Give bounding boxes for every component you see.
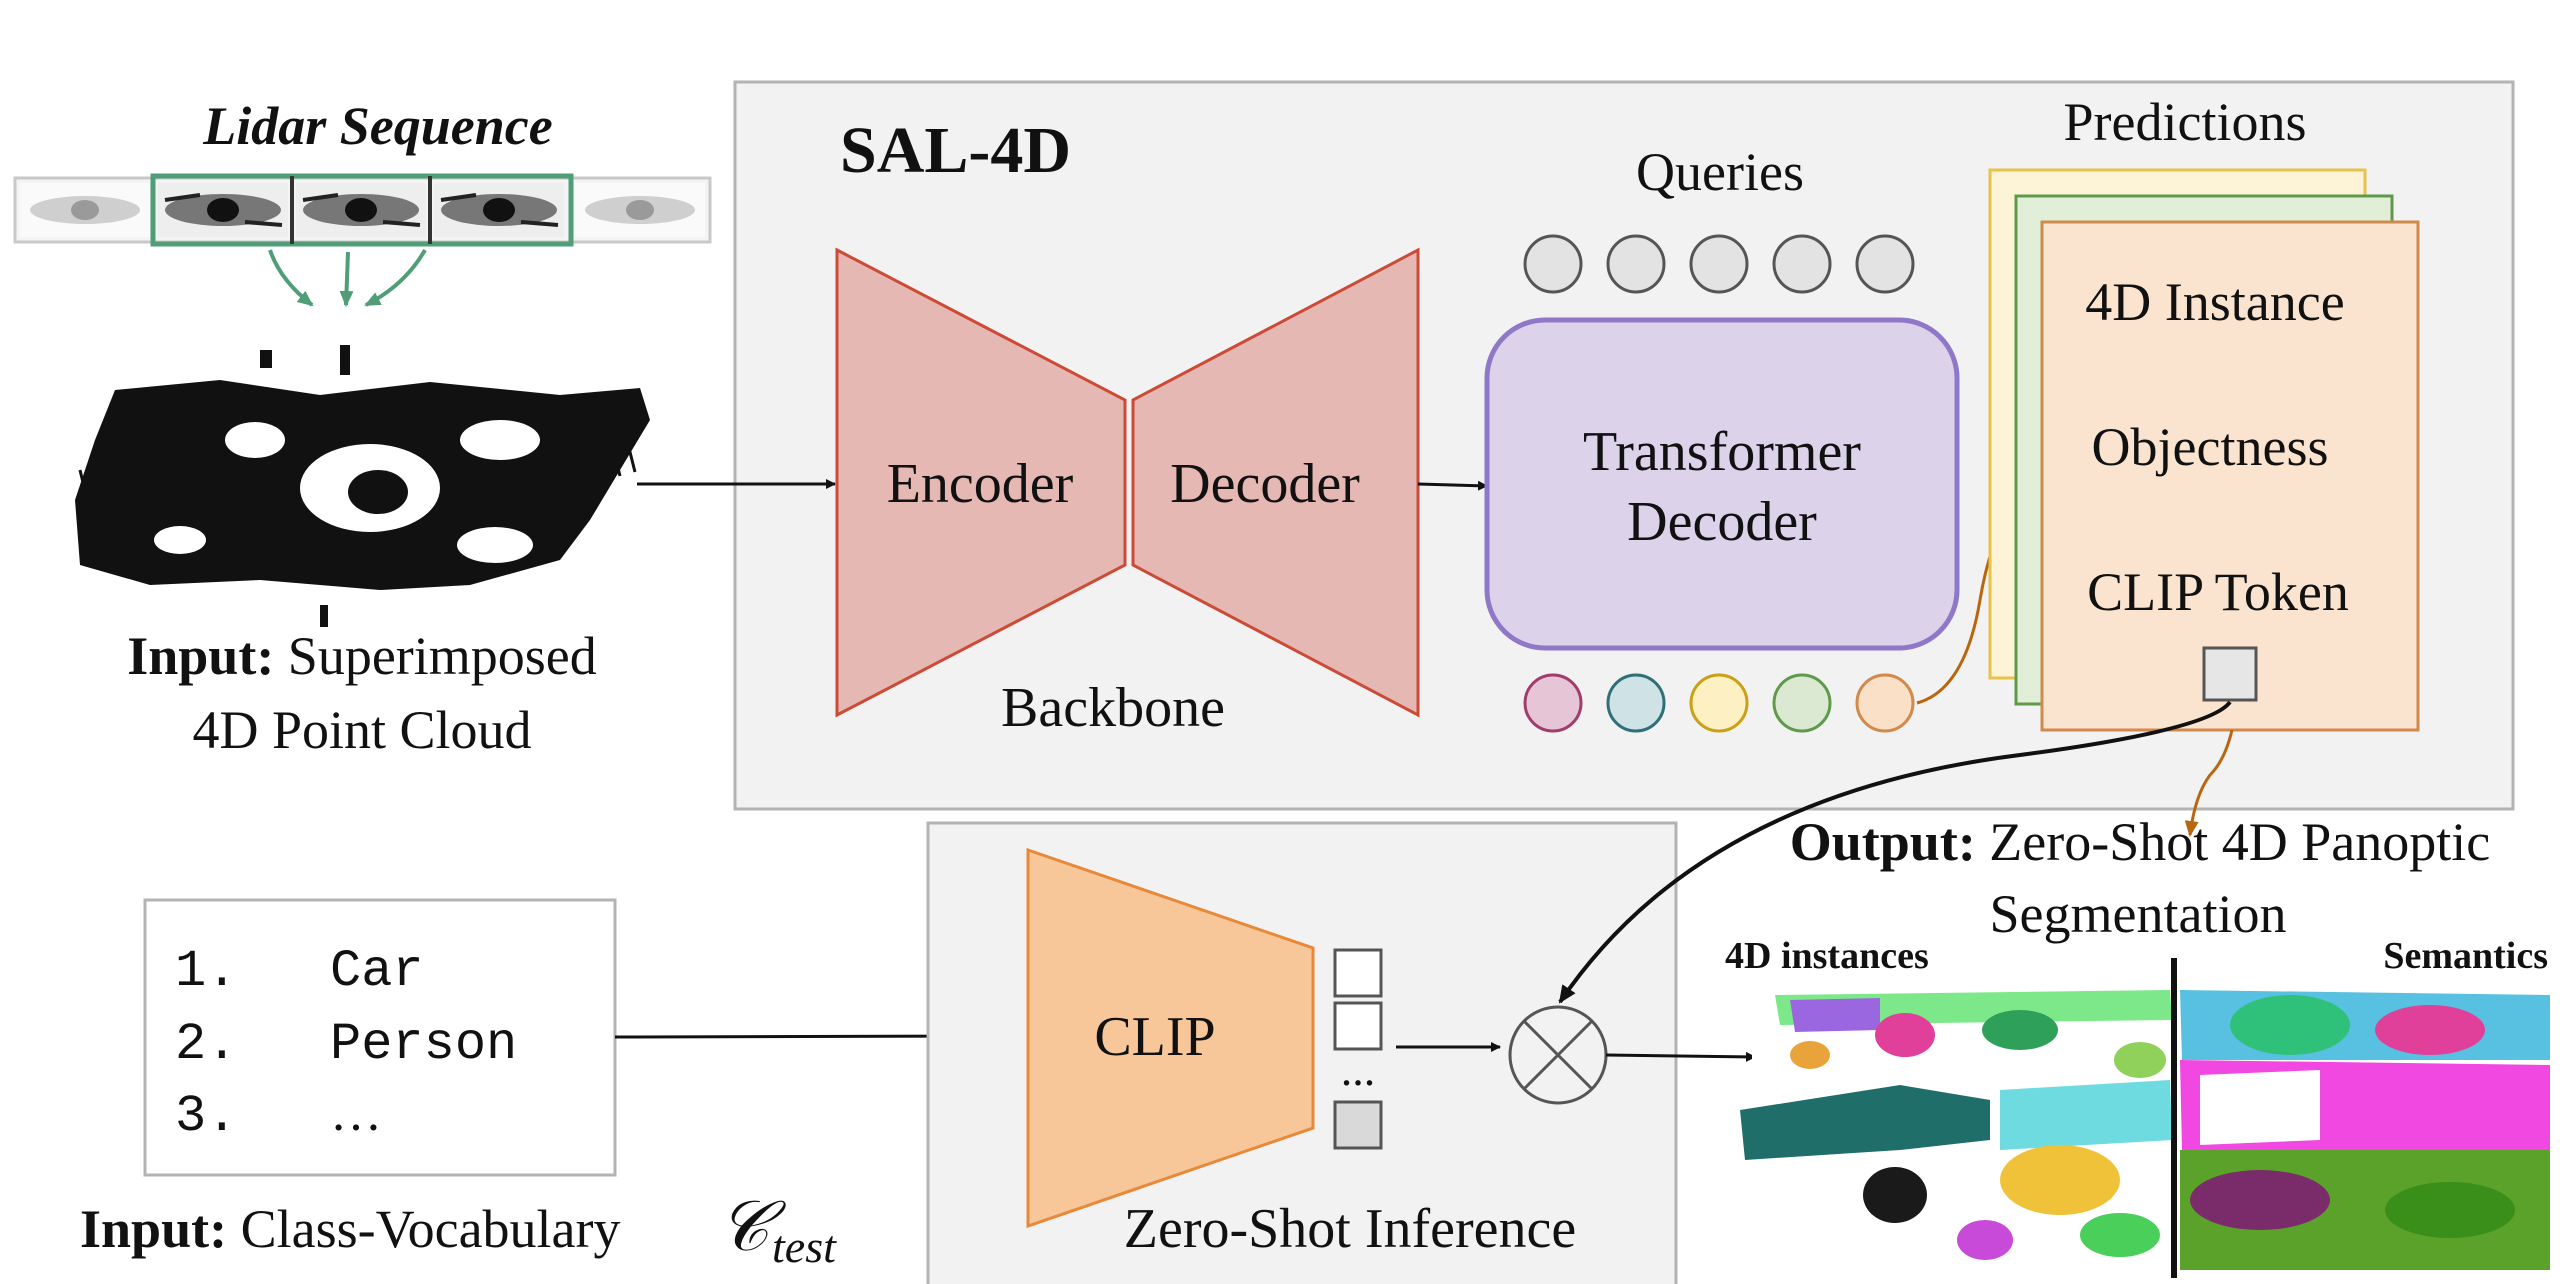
encoder-label: Encoder bbox=[887, 453, 1074, 515]
output-query-circle bbox=[1523, 673, 1583, 733]
superimpose-arrows bbox=[268, 249, 427, 307]
output-query-circle bbox=[1855, 673, 1915, 733]
learned-queries bbox=[1523, 234, 1915, 294]
vocab-number-1: 1. bbox=[175, 942, 237, 1001]
output-query-circle bbox=[1772, 673, 1832, 733]
dot-product-operator bbox=[1508, 1005, 1608, 1105]
prediction-objectness: Objectness bbox=[2092, 417, 2329, 477]
clip-encoder-block bbox=[1026, 847, 1315, 1229]
selected-window bbox=[150, 173, 574, 247]
instances-segmentation bbox=[1740, 985, 2172, 1270]
output-query-circle bbox=[1606, 673, 1666, 733]
backbone-to-transformer-arrow bbox=[1417, 480, 1488, 491]
vocab-number-2: 2. bbox=[175, 1015, 237, 1074]
prediction-4d-instance: 4D Instance bbox=[2085, 272, 2344, 332]
transformer-label-line2: Decoder bbox=[1627, 491, 1817, 553]
queries-label: Queries bbox=[1636, 142, 1804, 202]
output-label-line1: Output: Zero-Shot 4D Panoptic bbox=[1790, 812, 2490, 872]
lidar-frame bbox=[20, 183, 150, 237]
input-pointcloud-label-line2: 4D Point Cloud bbox=[192, 700, 531, 760]
output-query-circle bbox=[1689, 673, 1749, 733]
output-left-tag: 4D instances bbox=[1725, 935, 1929, 977]
query-circle bbox=[1523, 234, 1583, 294]
transformer-decoder-block bbox=[1484, 317, 1960, 651]
text-embeddings bbox=[1333, 948, 1383, 1150]
vocabulary-list: 1. Car 2. Person 3. … bbox=[175, 942, 517, 1146]
product-to-output-arrow bbox=[1605, 1051, 1756, 1062]
decoder-block bbox=[1131, 247, 1420, 718]
semantics-segmentation bbox=[2176, 985, 2556, 1270]
lidar-sequence-strip bbox=[13, 173, 712, 247]
sal4d-title: SAL-4D bbox=[840, 114, 1071, 187]
output-queries bbox=[1523, 673, 1915, 733]
lidar-frame bbox=[575, 183, 705, 237]
pointcloud-hatching bbox=[78, 431, 637, 521]
query-circle bbox=[1606, 234, 1666, 294]
superimposed-point-cloud bbox=[75, 345, 650, 627]
clip-label: CLIP bbox=[1094, 1006, 1215, 1068]
vocab-label-1: Car bbox=[330, 942, 424, 1001]
predictions-to-output-arrow bbox=[2184, 729, 2234, 837]
predictions-title: Predictions bbox=[2064, 92, 2307, 152]
transformer-label-line1: Transformer bbox=[1583, 421, 1861, 483]
svg-text:test: test bbox=[772, 1221, 837, 1272]
encoder-block bbox=[835, 247, 1127, 718]
vocab-number-3: 3. bbox=[175, 1087, 237, 1146]
vocab-label-2: Person bbox=[330, 1015, 517, 1074]
vocabulary-caption: Input: Class-Vocabulary bbox=[80, 1199, 621, 1259]
zero-shot-label: Zero-Shot Inference bbox=[1124, 1198, 1576, 1260]
vocab-label-3: … bbox=[330, 1085, 382, 1142]
decoder-label: Decoder bbox=[1170, 453, 1360, 515]
lidar-frame bbox=[434, 183, 564, 237]
embeddings-ellipsis: ... bbox=[1341, 1044, 1376, 1095]
query-circle bbox=[1855, 234, 1915, 294]
backbone-label: Backbone bbox=[1001, 677, 1225, 739]
lidar-frame bbox=[296, 183, 426, 237]
vocabulary-box bbox=[143, 898, 617, 1177]
prediction-clip-token: CLIP Token bbox=[2087, 562, 2349, 622]
output-label-line2: Segmentation bbox=[1990, 884, 2287, 944]
clip-token-to-product-arrow bbox=[1558, 700, 2232, 1004]
query-circle bbox=[1689, 234, 1749, 294]
output-right-tag: Semantics bbox=[2383, 935, 2548, 977]
clip-token-square bbox=[2202, 646, 2258, 702]
c-test-symbol: 𝒞 test bbox=[718, 1189, 837, 1272]
prediction-card-front bbox=[2040, 220, 2420, 732]
input-pointcloud-label-line1: Input: Superimposed bbox=[127, 626, 597, 686]
lidar-frame bbox=[158, 183, 288, 237]
lidar-sequence-title: Lidar Sequence bbox=[202, 96, 552, 156]
query-circle bbox=[1772, 234, 1832, 294]
